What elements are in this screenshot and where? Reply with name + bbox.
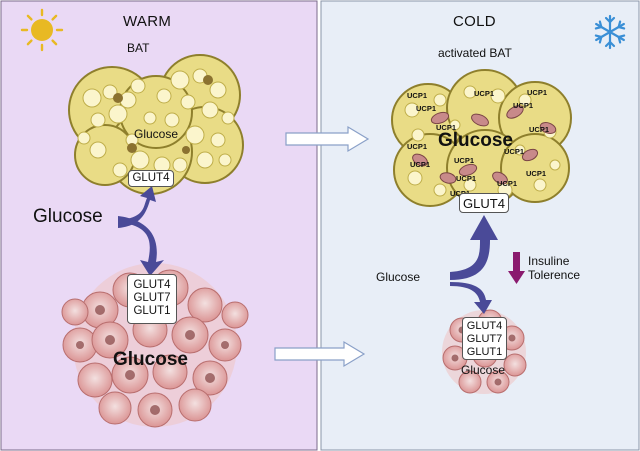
sun-icon bbox=[20, 8, 64, 52]
ucp1-label: UCP1 bbox=[407, 142, 428, 151]
cold-bat-label: activated BAT bbox=[438, 46, 512, 60]
glut-label: GLUT7 bbox=[133, 292, 171, 304]
insulin-tolerance-line2: Tolerence bbox=[528, 268, 581, 282]
warm-glucose-arrows bbox=[118, 186, 164, 276]
cold-bat-glucose-label: Glucose bbox=[438, 130, 513, 151]
down-arrow-icon bbox=[508, 252, 525, 284]
ucp1-label: UCP1 bbox=[407, 91, 428, 100]
cold-glucose-label: Glucose bbox=[376, 270, 421, 284]
ucp1-label: UCP1 bbox=[527, 88, 548, 97]
ucp1-label: UCP1 bbox=[474, 89, 495, 98]
cold-tumor-glucose-label: Glucose bbox=[461, 363, 506, 377]
glut-label: GLUT4 bbox=[466, 320, 503, 332]
glut-label: GLUT4 bbox=[133, 279, 171, 291]
ucp1-label: UCP1 bbox=[410, 160, 431, 169]
warm-bat-tissue bbox=[68, 54, 244, 195]
snowflake-icon bbox=[593, 14, 627, 50]
warm-glucose-label: Glucose bbox=[33, 206, 103, 227]
glut-label: GLUT4 bbox=[463, 196, 505, 211]
warm-tumor-glucose-label: Glucose bbox=[113, 349, 188, 370]
glut-label: GLUT7 bbox=[466, 333, 503, 345]
cold-bat-tissue bbox=[391, 69, 572, 207]
warm-title: WARM bbox=[123, 13, 172, 30]
warm-bat-label: BAT bbox=[127, 41, 150, 55]
ucp1-label: UCP1 bbox=[526, 169, 547, 178]
ucp1-label: UCP1 bbox=[436, 123, 457, 132]
transition-arrow-icon bbox=[274, 125, 370, 368]
insulin-tolerance-line1: Insuline bbox=[528, 254, 570, 268]
glut-label: GLUT1 bbox=[466, 346, 503, 358]
glut-label: GLUT1 bbox=[133, 305, 171, 317]
cold-title: COLD bbox=[453, 13, 496, 30]
cold-glucose-arrows bbox=[450, 215, 498, 314]
ucp1-label: UCP1 bbox=[454, 156, 475, 165]
ucp1-label: UCP1 bbox=[456, 174, 477, 183]
glut-label: GLUT4 bbox=[132, 172, 170, 184]
ucp1-label: UCP1 bbox=[497, 179, 518, 188]
cold-bat-glut-box: GLUT4 bbox=[459, 193, 509, 213]
warm-tumor-tissue bbox=[61, 263, 249, 428]
ucp1-label: UCP1 bbox=[504, 147, 525, 156]
ucp1-label: UCP1 bbox=[416, 104, 437, 113]
ucp1-label: UCP1 bbox=[513, 101, 534, 110]
cold-tumor-glut-box: GLUT4 GLUT7 GLUT1 bbox=[462, 317, 507, 360]
warm-bat-glut-box: GLUT4 bbox=[128, 170, 174, 187]
warm-bat-glucose-label: Glucose bbox=[134, 127, 179, 141]
warm-tumor-glut-box: GLUT4 GLUT7 GLUT1 bbox=[127, 274, 177, 324]
mitochondria-icon bbox=[412, 105, 557, 185]
ucp1-label: UCP1 bbox=[529, 125, 550, 134]
